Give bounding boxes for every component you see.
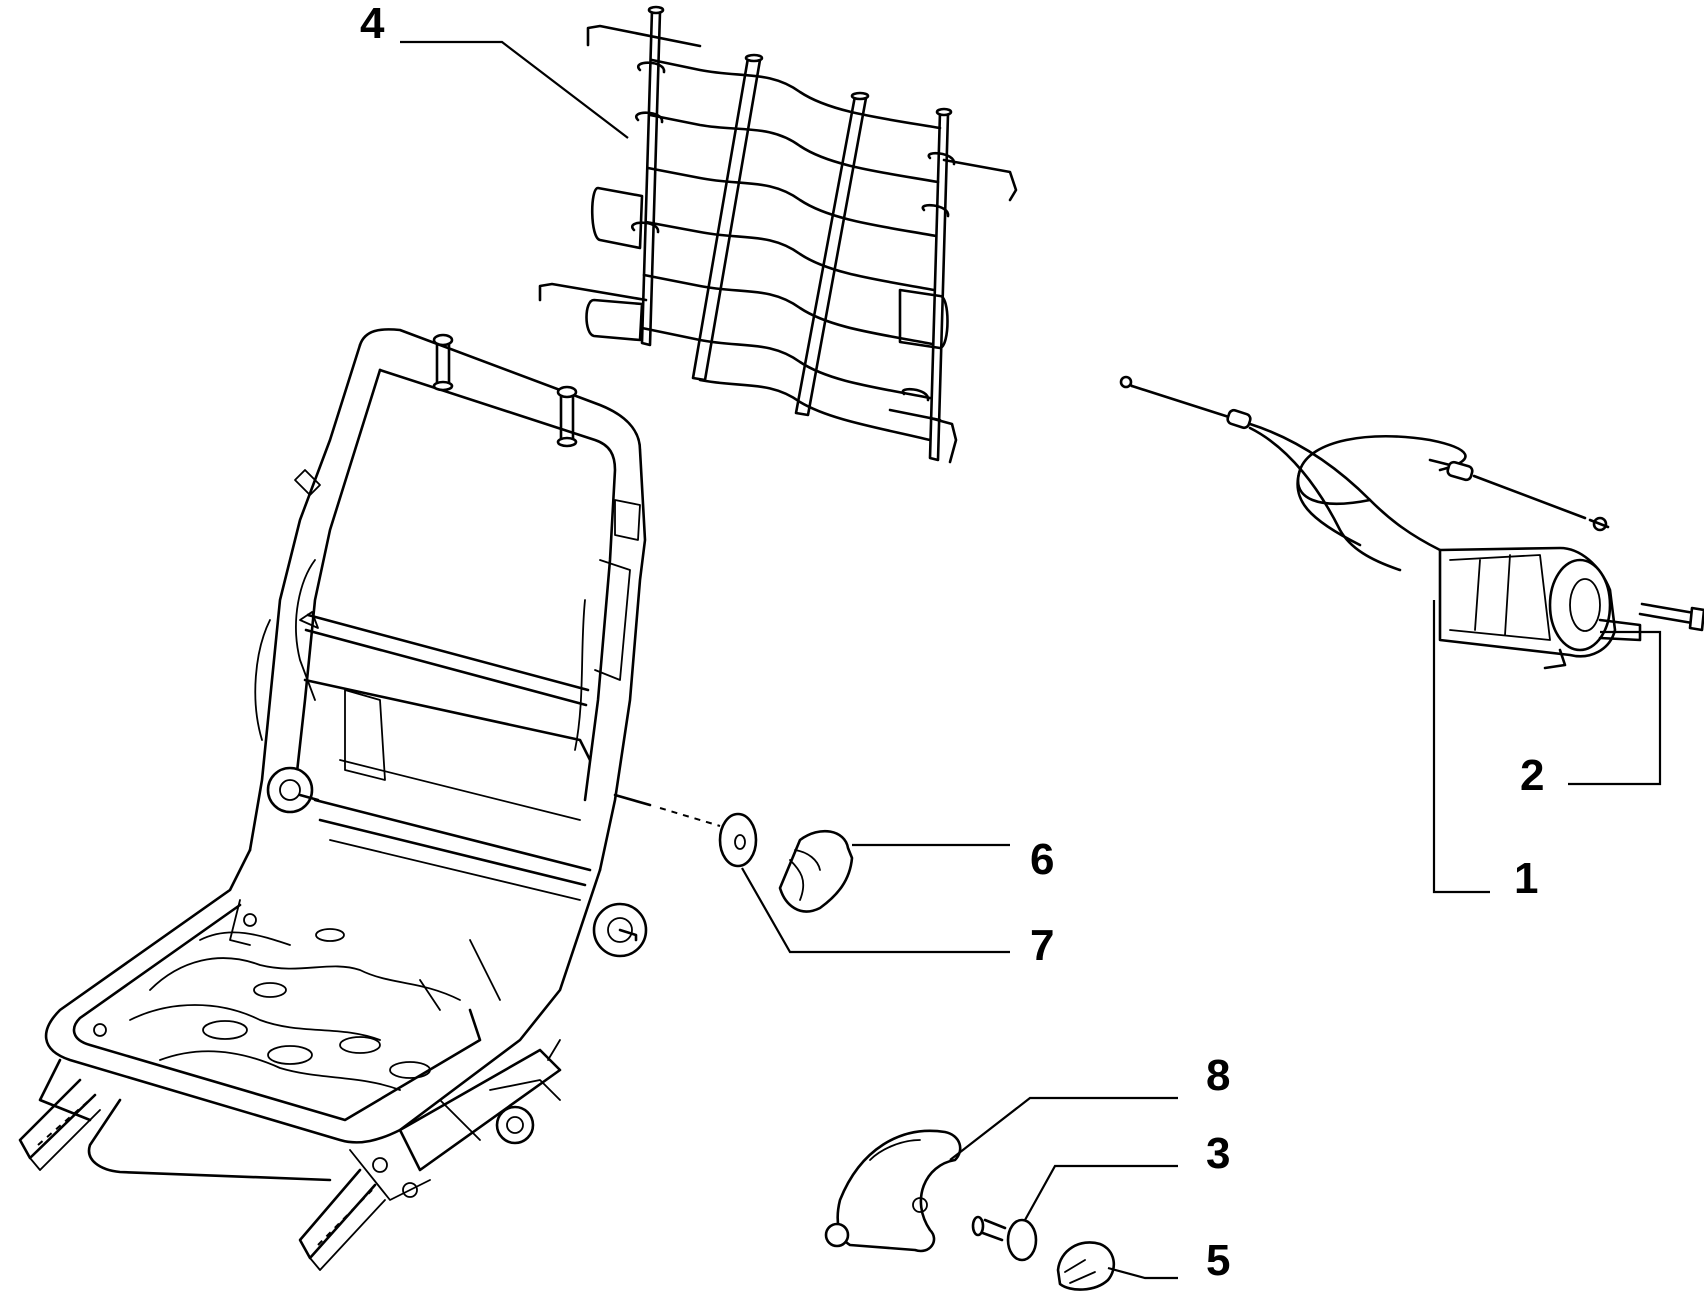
lumbar-adjuster-with-cables <box>1119 375 1642 670</box>
leader-4 <box>400 40 629 139</box>
leader-5 <box>1107 1266 1178 1280</box>
leader-7 <box>741 867 1010 954</box>
callout-8: 8 <box>1206 1051 1230 1100</box>
callout-3: 3 <box>1206 1129 1230 1178</box>
cap <box>1056 1241 1116 1291</box>
callout-2: 2 <box>1520 751 1544 800</box>
callout-labels: 4 2 1 6 7 8 3 5 <box>360 0 1544 1285</box>
leader-lines <box>400 40 1662 1280</box>
bolt <box>1638 602 1704 632</box>
leader-1 <box>1432 600 1490 894</box>
callout-4: 4 <box>360 0 385 48</box>
callout-7: 7 <box>1030 921 1054 970</box>
seat-frame <box>18 328 721 1271</box>
pin <box>971 1215 1038 1262</box>
knob <box>778 829 854 913</box>
lever-cover <box>824 1129 962 1253</box>
washer <box>718 812 758 868</box>
lumbar-support-mesh <box>538 5 1018 464</box>
callout-6: 6 <box>1030 835 1054 884</box>
leader-3 <box>1024 1164 1178 1221</box>
leader-8 <box>949 1096 1178 1161</box>
leader-2 <box>1568 630 1662 786</box>
callout-5: 5 <box>1206 1236 1230 1285</box>
callout-1: 1 <box>1514 854 1538 903</box>
